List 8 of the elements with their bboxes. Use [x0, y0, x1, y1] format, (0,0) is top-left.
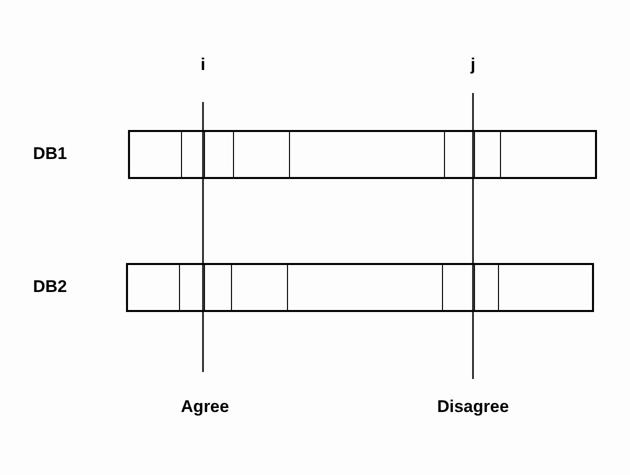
- position-label: j: [470, 55, 476, 75]
- outcome-label: Disagree: [437, 397, 509, 417]
- record-bar: [126, 263, 594, 312]
- outcome-label: Agree: [180, 397, 230, 417]
- row-label: DB2: [33, 277, 68, 297]
- position-label: i: [200, 55, 206, 75]
- row-label: DB1: [33, 144, 68, 164]
- record-bar: [128, 130, 597, 179]
